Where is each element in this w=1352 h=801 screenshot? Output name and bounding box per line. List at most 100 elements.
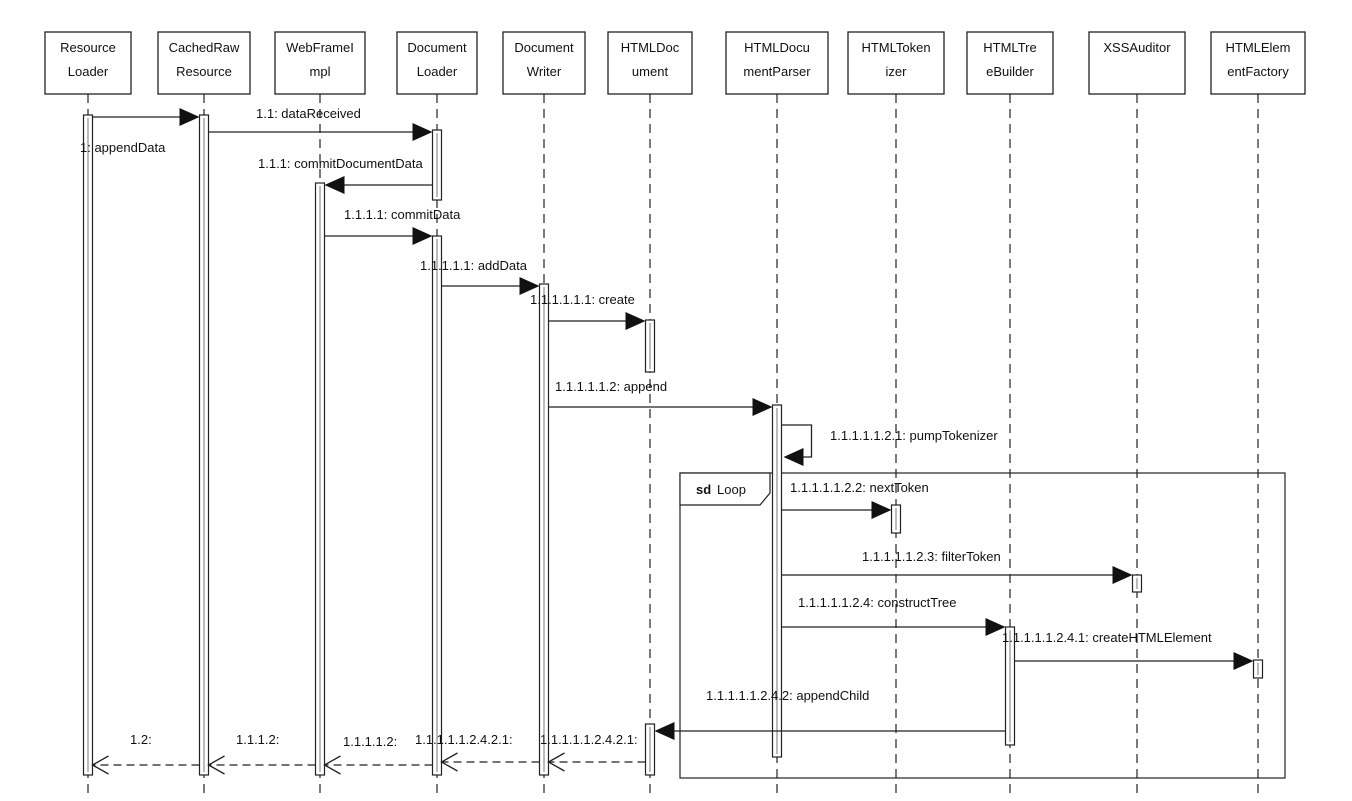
participant-name-line2: entFactory — [1227, 64, 1289, 79]
participant-name-line1: XSSAuditor — [1103, 40, 1171, 55]
message-arrowhead — [1233, 652, 1254, 670]
activation-bar — [1004, 626, 1016, 746]
message-arrowhead — [871, 501, 892, 519]
message-label: 1.1.1.1.1.1: create — [530, 292, 635, 307]
participant-boxes: ResourceLoaderCachedRawResourceWebFrameI… — [44, 31, 1306, 95]
participant-rect — [966, 31, 1054, 95]
message: 1.1.1.1.1.2.4.1: createHTMLElement — [1002, 630, 1254, 670]
message-label: 1.1.1.1.1.2.4.2.1: — [415, 732, 513, 747]
message: 1.1.1.1.1.1: create — [530, 292, 646, 330]
message-arrowhead — [547, 752, 565, 772]
participant-name-line2: Loader — [68, 64, 109, 79]
participant-box: HTMLToken izer — [847, 31, 945, 95]
message: 1.1.1.1.1.2: append — [548, 379, 773, 416]
message-arrowhead — [625, 312, 646, 330]
lifelines — [87, 94, 1259, 795]
activation-bar — [890, 504, 902, 534]
activation-bar — [431, 129, 443, 201]
participant-name-line2: Writer — [527, 64, 562, 79]
message-arrowhead — [179, 108, 200, 126]
activation-bar — [644, 319, 656, 373]
participant-rect — [44, 31, 132, 95]
loop-frame: sd Loop — [679, 472, 1286, 779]
participant-name-line1: Document — [407, 40, 467, 55]
message-label: 1.1.1.1: commitData — [344, 207, 461, 222]
message: 1.1.1.1.1.2.4.2: appendChild — [654, 688, 1006, 740]
activation-bar — [198, 114, 210, 776]
participant-rect — [274, 31, 366, 95]
message-label: 1.1.1.1.1.2.4: constructTree — [798, 595, 957, 610]
message: 1.1.1.1.1: addData — [420, 258, 540, 295]
participant-box: WebFrameI mpl — [274, 31, 366, 95]
message-arrowhead — [1112, 566, 1133, 584]
message-label: 1.1.1.1.1.2.1: pumpTokenizer — [830, 428, 998, 443]
activation-bar — [431, 235, 443, 776]
message: 1.1.1.2: — [207, 732, 316, 775]
message-arrowhead — [752, 398, 773, 416]
participant-rect — [607, 31, 693, 95]
message-label: 1.2: — [130, 732, 152, 747]
loop-frame-border — [679, 472, 1286, 779]
message-arrowhead — [91, 755, 109, 775]
participant-name-line2: Resource — [176, 64, 232, 79]
message-arrowhead — [412, 227, 433, 245]
message-label: 1: appendData — [80, 140, 166, 155]
participant-name-line2: ument — [632, 64, 669, 79]
message: 1: appendData — [80, 108, 200, 155]
participant-box: XSSAuditor — [1088, 31, 1186, 95]
message-label: 1.1.1.1.1: addData — [420, 258, 528, 273]
participant-name-line2: mpl — [310, 64, 331, 79]
message: 1.1.1.1.1.2.3: filterToken — [781, 549, 1133, 584]
message-label: 1.1.1.1.1.2.4.2.1: — [540, 732, 638, 747]
activation-bar — [771, 404, 783, 758]
message: 1.1.1.1.2: — [323, 734, 433, 775]
message: 1.1.1.1.1.2.2: nextToken — [781, 480, 929, 519]
participant-name-line1: HTMLTre — [983, 40, 1036, 55]
message-label: 1.1: dataReceived — [256, 106, 361, 121]
message-label: 1.1.1.1.1.2: append — [555, 379, 667, 394]
frame-keyword: sd — [696, 482, 711, 497]
activation-bar — [1131, 574, 1143, 593]
participant-rect — [1210, 31, 1306, 95]
message-arrowhead — [985, 618, 1006, 636]
participant-name-line1: HTMLDocu — [744, 40, 810, 55]
message-label: 1.1.1: commitDocumentData — [258, 156, 424, 171]
participant-name-line1: CachedRaw — [169, 40, 240, 55]
message: 1.1.1.1.1.2.1: pumpTokenizer — [781, 424, 998, 466]
message-label: 1.1.1.1.1.2.3: filterToken — [862, 549, 1001, 564]
participant-name-line1: HTMLElem — [1225, 40, 1290, 55]
participant-box: HTMLElem entFactory — [1210, 31, 1306, 95]
activation-bar — [82, 114, 94, 776]
participant-name-line1: Resource — [60, 40, 116, 55]
message-arrowhead — [519, 277, 540, 295]
participant-rect — [502, 31, 586, 95]
messages: 1: appendData 1.1: dataReceived 1.1.1: com… — [80, 106, 1254, 775]
message-label: 1.1.1.1.2: — [343, 734, 397, 749]
message-label: 1.1.1.1.1.2.4.1: createHTMLElement — [1002, 630, 1212, 645]
participant-rect — [725, 31, 829, 95]
message-arrowhead — [323, 755, 341, 775]
participant-name-line2: izer — [886, 64, 908, 79]
participant-name-line1: Document — [514, 40, 574, 55]
activation-bars — [82, 114, 1264, 776]
participant-name-line1: HTMLDoc — [621, 40, 680, 55]
loop-frame-tab — [679, 472, 771, 506]
participant-rect — [847, 31, 945, 95]
participant-name-line1: HTMLToken — [861, 40, 930, 55]
message-arrowhead — [440, 752, 458, 772]
participant-rect — [396, 31, 478, 95]
message: 1.1.1.1: commitData — [324, 207, 461, 245]
self-message-line — [781, 424, 813, 458]
participant-name-line1: WebFrameI — [286, 40, 354, 55]
message: 1.1.1.1.1.2.4.2.1: — [415, 732, 540, 772]
participant-rect — [157, 31, 251, 95]
message-arrowhead — [207, 755, 225, 775]
frame-name: Loop — [717, 482, 746, 497]
participant-box: HTMLDoc ument — [607, 31, 693, 95]
message-label: 1.1.1.2: — [236, 732, 279, 747]
participant-rect — [1088, 31, 1186, 95]
